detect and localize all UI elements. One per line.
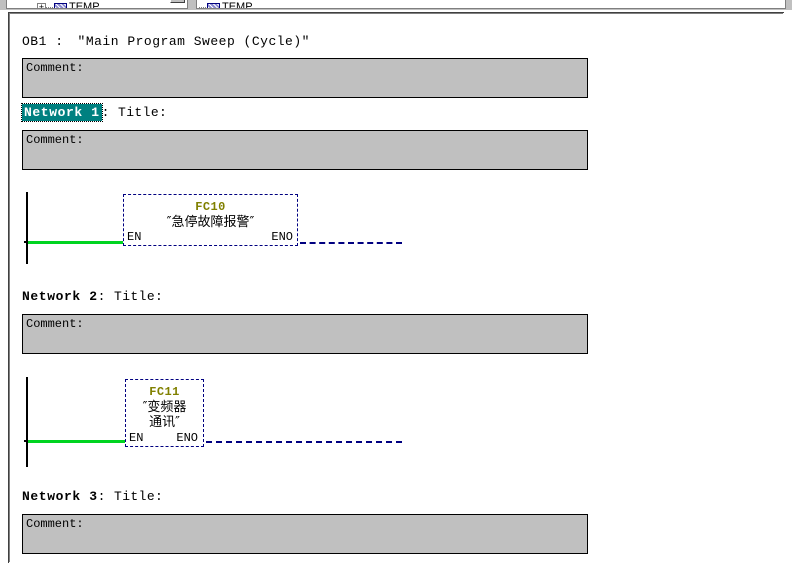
ladder-editor-canvas[interactable]: OB1 : ″Main Program Sweep (Cycle)″ Commen… — [9, 13, 783, 562]
fc-block-symbol-2: ″变频器 通讯″ — [142, 400, 187, 430]
network-rest-2: : Title: — [97, 289, 164, 304]
fc-pin-eno-2[interactable]: ENO — [176, 431, 198, 445]
tree-item-label-right: TEMP — [222, 1, 253, 9]
ladder-editor-pane[interactable]: OB1 : ″Main Program Sweep (Cycle)″ Commen… — [8, 12, 784, 563]
tree-connector-line — [46, 7, 54, 8]
declaration-tree-pane-right[interactable]: TEMP — [196, 0, 786, 9]
eno-wire-1[interactable] — [300, 242, 402, 244]
network-label-3[interactable]: Network 3 — [22, 489, 98, 504]
fc-block-symbol-1: ″急停故障报警″ — [166, 215, 255, 230]
network-title-2[interactable]: Network 2: Title: — [22, 289, 163, 304]
network-rest-3: : Title: — [97, 489, 164, 504]
network-title-3[interactable]: Network 3: Title: — [22, 489, 163, 504]
eno-wire-2[interactable] — [206, 441, 402, 443]
tree-connector-line-right — [199, 7, 207, 8]
folder-icon — [54, 2, 67, 8]
rail-tick-1 — [24, 241, 28, 243]
block-title: ″Main Program Sweep (Cycle)″ — [77, 34, 310, 49]
fc-pin-en-2[interactable]: EN — [129, 431, 144, 445]
fc-block-name-1: FC10 — [195, 200, 226, 214]
tree-item-temp-right[interactable]: TEMP — [199, 1, 253, 9]
rail-tick-2 — [24, 440, 28, 442]
network-title-1[interactable]: Network 1: Title: — [21, 103, 168, 122]
fc-call-block-2[interactable]: FC11 ″变频器 通讯″ EN ENO — [125, 379, 204, 447]
fc-block-name-2: FC11 — [149, 385, 180, 399]
power-wire-1[interactable] — [28, 241, 128, 244]
power-rail-1 — [26, 192, 28, 264]
block-comment-box[interactable]: Comment: — [22, 58, 588, 98]
network-label-1[interactable]: Network 1 — [21, 103, 103, 122]
folder-icon — [207, 2, 220, 8]
block-name: OB1 : — [22, 34, 64, 49]
declaration-tree-pane-left[interactable]: + TEMP ▼ — [6, 0, 188, 9]
power-wire-2[interactable] — [28, 440, 131, 443]
network-label-2[interactable]: Network 2 — [22, 289, 98, 304]
network-1-comment-box[interactable]: Comment: — [22, 130, 588, 170]
block-header: OB1 : ″Main Program Sweep (Cycle)″ — [22, 34, 310, 49]
tree-item-label: TEMP — [69, 1, 100, 9]
network-rest-1: : Title: — [101, 105, 168, 120]
dropdown-button[interactable]: ▼ — [170, 0, 185, 3]
network-3-comment-box[interactable]: Comment: — [22, 514, 588, 554]
expander-plus-icon[interactable]: + — [37, 3, 46, 8]
fc-pin-eno-1[interactable]: ENO — [271, 230, 293, 244]
network-2-comment-box[interactable]: Comment: — [22, 314, 588, 354]
fc-call-block-1[interactable]: FC10 ″急停故障报警″ EN ENO — [123, 194, 298, 246]
tree-item-temp-left[interactable]: + TEMP — [37, 1, 100, 9]
top-toolbar-strip: + TEMP ▼ TEMP — [0, 0, 792, 10]
fc-pin-en-1[interactable]: EN — [127, 230, 142, 244]
power-rail-2 — [26, 377, 28, 467]
